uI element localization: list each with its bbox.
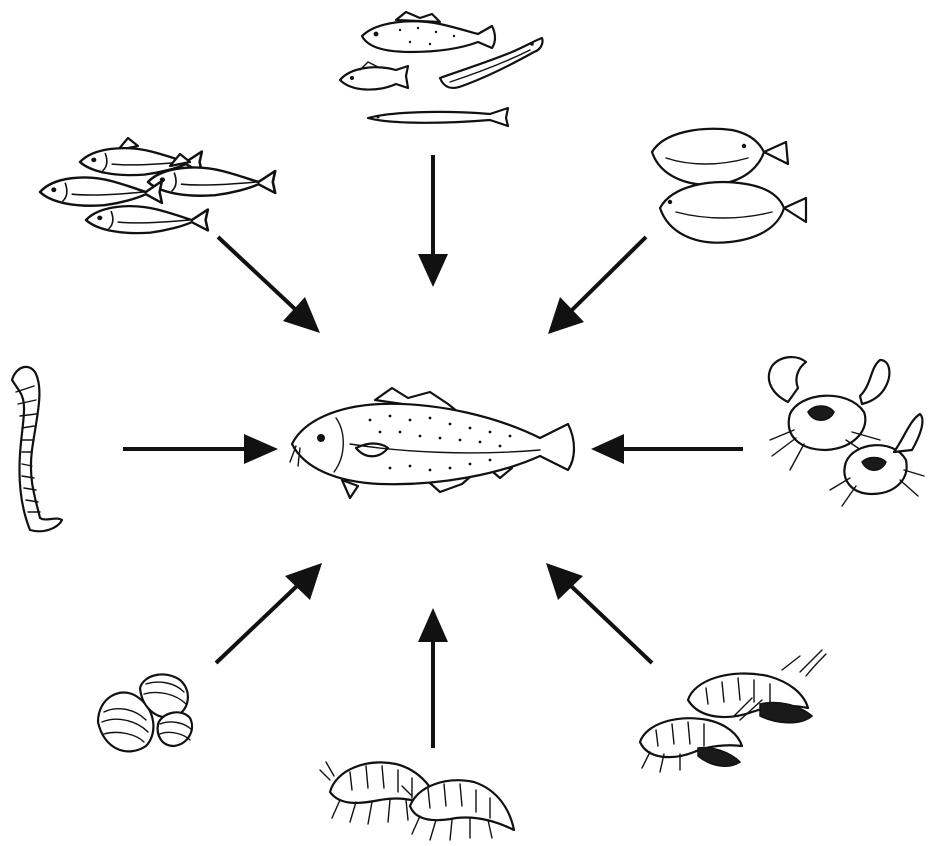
arrow-from-worm — [123, 434, 278, 464]
arrow-from-amphipods — [418, 608, 448, 748]
herring-school-icon — [40, 138, 275, 233]
mixed-fish-icon — [340, 12, 543, 126]
clam-icon — [98, 674, 192, 751]
flatfish-icon — [652, 129, 806, 243]
arrow-from-shrimp — [546, 563, 652, 663]
arrow-from-herring — [218, 237, 320, 333]
arrow-from-crabs — [591, 434, 743, 464]
crab-icon — [769, 357, 924, 506]
shrimp-icon — [640, 650, 826, 772]
arrow-from-clams — [216, 563, 322, 663]
arrow-from-mixed-fish — [418, 155, 448, 287]
arrow-from-flatfish — [548, 237, 646, 334]
cod-fish-icon — [290, 388, 574, 498]
polychaete-worm-icon — [12, 367, 62, 531]
amphipod-icon — [320, 762, 514, 840]
